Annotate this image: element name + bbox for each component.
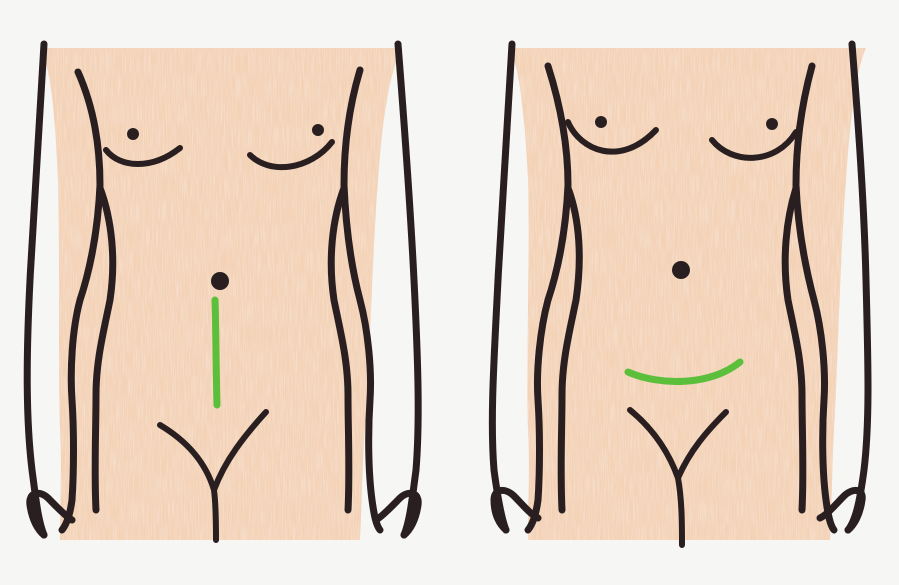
- left-nipple: [127, 128, 139, 140]
- right-arm-outer: [398, 44, 418, 535]
- figure-horizontal-incision: [492, 44, 868, 545]
- left-arm-outer: [27, 44, 44, 535]
- vertical-incision: [215, 300, 217, 405]
- navel: [672, 261, 690, 279]
- right-nipple: [312, 124, 324, 136]
- navel: [211, 272, 229, 290]
- figure-vertical-incision: [27, 44, 418, 540]
- right-nipple: [766, 118, 778, 130]
- left-nipple: [595, 116, 607, 128]
- left-arm-outer: [492, 44, 512, 530]
